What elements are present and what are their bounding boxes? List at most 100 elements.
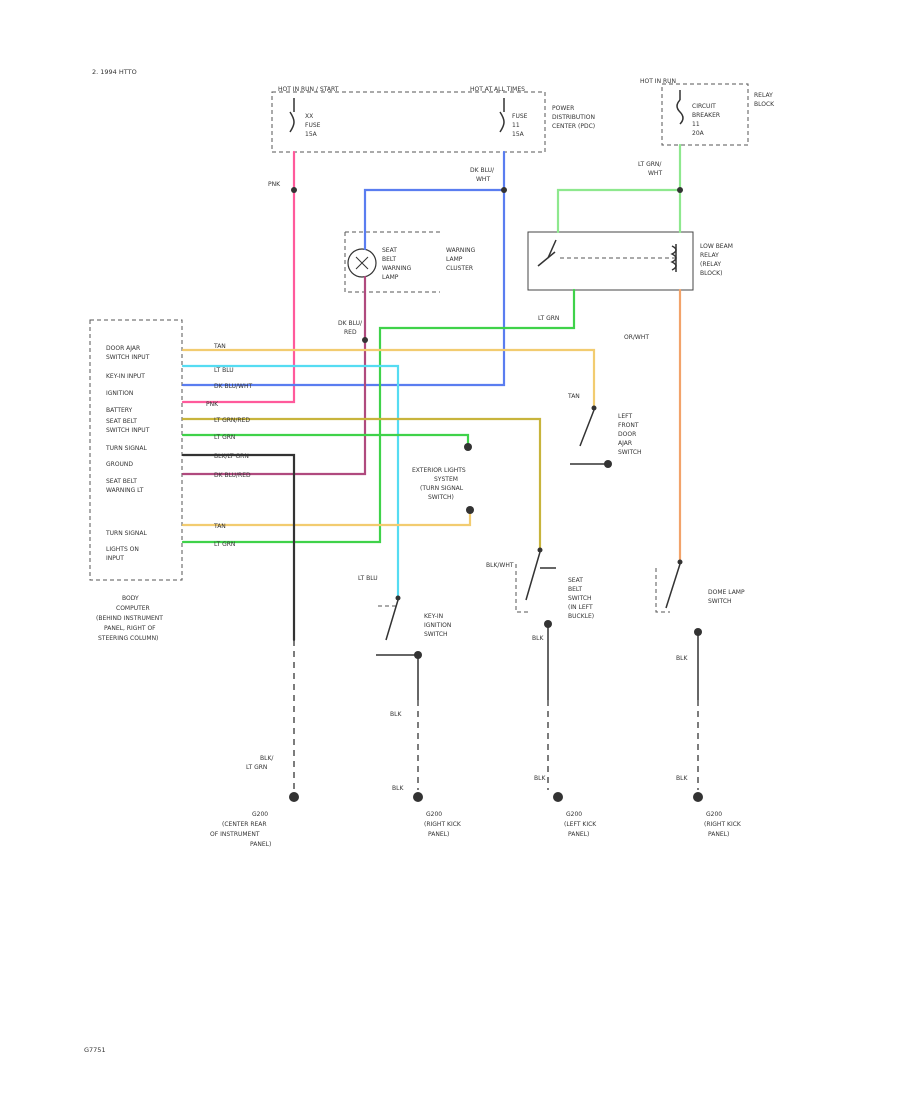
bc-wire-blk-lt-grn: BLK/LT GRN xyxy=(214,453,249,460)
label-lt-grn: LT GRN xyxy=(538,315,559,322)
door-switch-l4: AJAR xyxy=(618,440,632,447)
g2-l3: PANEL) xyxy=(428,831,449,838)
left-front-door-ajar-switch: LEFT FRONT DOOR AJAR SWITCH xyxy=(570,405,642,468)
lamp-l2: BELT xyxy=(382,256,396,263)
exterior-lights-system: EXTERIOR LIGHTS SYSTEM (TURN SIGNAL SWIT… xyxy=(412,467,466,501)
label-or-wht: OR/WHT xyxy=(624,334,649,341)
bc-wire-lt-grn: LT GRN xyxy=(214,434,235,441)
bc-name-l3: (BEHIND INSTRUMENT xyxy=(96,615,163,622)
dome-switch-l1: DOME LAMP xyxy=(708,589,745,596)
bc-wire-lt-grn-red: LT GRN/RED xyxy=(214,417,250,424)
ext-lights-l4: SWITCH) xyxy=(428,494,454,501)
label-blk-3: BLK xyxy=(390,711,402,718)
label-blk-6: BLK xyxy=(392,785,404,792)
fuse-right-l2: 11 xyxy=(512,122,520,129)
fuse-right-l1: FUSE xyxy=(512,113,528,120)
ground-points xyxy=(289,792,703,802)
wire-olive xyxy=(181,417,542,552)
relay-block-l2: BLOCK xyxy=(754,101,775,108)
door-switch-l2: FRONT xyxy=(618,422,639,429)
g2-l2: (RIGHT KICK xyxy=(424,821,462,828)
bc-pin-turn-signal: TURN SIGNAL xyxy=(105,445,147,452)
relay-block-l1: RELAY xyxy=(754,92,773,99)
relay-l4: BLOCK) xyxy=(700,270,722,277)
bc-pin-key-in: KEY-IN INPUT xyxy=(106,373,145,380)
ground-g1: G200 (CENTER REAR OF INSTRUMENT PANEL) xyxy=(210,811,271,848)
key-in-l3: SWITCH xyxy=(424,631,448,638)
junction-dots xyxy=(291,187,683,514)
bc-pin-door-ajar-2: SWITCH INPUT xyxy=(106,354,150,361)
wire-maroon xyxy=(181,275,367,476)
bc-wire-dk-blu-wht: DK BLU/WHT xyxy=(214,383,252,390)
bc-pin-seat-belt: SEAT BELT xyxy=(106,418,137,425)
label-blk-5: BLK xyxy=(676,775,688,782)
bc-pin-ground: GROUND xyxy=(106,461,133,468)
bc-wire-lt-blu: LT BLU xyxy=(214,367,234,374)
bc-name-l2: COMPUTER xyxy=(116,605,150,612)
bc-wire-lt-grn-2: LT GRN xyxy=(214,541,235,548)
bc-wire-tan-2: TAN xyxy=(213,523,226,530)
lamp-l3: WARNING xyxy=(382,265,412,272)
g1-l2: (CENTER REAR xyxy=(222,821,267,828)
diagram-title: 2. 1994 HTTO xyxy=(92,68,137,76)
label-dk-blu-wht-1: DK BLU/ xyxy=(470,167,495,174)
key-in-l1: KEY-IN xyxy=(424,613,443,620)
label-blk-lt-grn-2: LT GRN xyxy=(246,764,267,771)
label-blk-4: BLK xyxy=(534,775,546,782)
breaker-l2: BREAKER xyxy=(692,112,720,119)
wire-tan-door xyxy=(181,348,596,410)
sb-switch-l4: (IN LEFT xyxy=(568,604,593,611)
bc-pin-lights-on-2: INPUT xyxy=(106,555,124,562)
fuse-left-l3: 15A xyxy=(305,131,318,138)
ground-g3: G200 (LEFT KICK PANEL) xyxy=(564,811,597,838)
relay-l2: RELAY xyxy=(700,252,719,259)
label-blk-wht: BLK/WHT xyxy=(486,562,514,569)
fuse-right-l3: 15A xyxy=(512,131,525,138)
dome-lamp-switch: DOME LAMP SWITCH xyxy=(655,559,745,636)
sb-switch-l1: SEAT xyxy=(568,577,583,584)
ext-lights-l1: EXTERIOR LIGHTS xyxy=(412,467,466,474)
sb-switch-l2: BELT xyxy=(568,586,582,593)
lamp-l1: SEAT xyxy=(382,247,397,254)
g4-l3: PANEL) xyxy=(708,831,729,838)
label-pnk: PNK xyxy=(268,181,281,188)
label-blk-1: BLK xyxy=(532,635,544,642)
wire-green-lights xyxy=(181,288,576,544)
g1-l3: OF INSTRUMENT xyxy=(210,831,260,838)
ext-lights-l2: SYSTEM xyxy=(434,476,458,483)
g4-l2: (RIGHT KICK xyxy=(704,821,742,828)
hot-at-all-times-label: HOT AT ALL TIMES xyxy=(470,86,525,93)
lamp-l4: LAMP xyxy=(382,274,399,281)
label-blk-2: BLK xyxy=(676,655,688,662)
g3-l3: PANEL) xyxy=(568,831,589,838)
relay-l1: LOW BEAM xyxy=(700,243,733,250)
label-tan-door: TAN xyxy=(567,393,580,400)
bc-name-l1: BODY xyxy=(122,595,139,602)
wire-black-ground xyxy=(181,453,296,642)
key-in-ignition-switch: KEY-IN IGNITION SWITCH xyxy=(376,595,451,659)
wire-tan-turn xyxy=(181,508,472,527)
g1-l4: PANEL) xyxy=(250,841,271,848)
label-dk-blu-red-1: DK BLU/ xyxy=(338,320,363,327)
g3-l2: (LEFT KICK xyxy=(564,821,597,828)
pdc-label-l2: DISTRIBUTION xyxy=(552,114,595,121)
wire-blue xyxy=(181,150,506,387)
wire-lt-blue xyxy=(181,364,400,600)
body-computer: DOOR AJAR SWITCH INPUT KEY-IN INPUT IGNI… xyxy=(89,319,183,642)
breaker-l3: 11 xyxy=(692,121,700,128)
door-switch-l3: DOOR xyxy=(618,431,636,438)
wire-blue-lamp xyxy=(363,188,506,251)
g3-l1: G200 xyxy=(566,811,582,818)
ground-g4: G200 (RIGHT KICK PANEL) xyxy=(704,811,742,838)
bc-pin-warning-2: WARNING LT xyxy=(106,487,144,494)
g2-l1: G200 xyxy=(426,811,442,818)
ext-lights-l3: (TURN SIGNAL xyxy=(420,485,464,492)
ground-g2: G200 (RIGHT KICK PANEL) xyxy=(424,811,462,838)
bc-name-l5: STEERING COLUMN) xyxy=(98,635,158,642)
sb-switch-l5: BUCKLE) xyxy=(568,613,594,620)
wire-lt-green-relay xyxy=(556,143,682,234)
bc-pin-ignition: IGNITION xyxy=(106,390,133,397)
ground-wires xyxy=(293,624,699,790)
dome-switch-l2: SWITCH xyxy=(708,598,732,605)
